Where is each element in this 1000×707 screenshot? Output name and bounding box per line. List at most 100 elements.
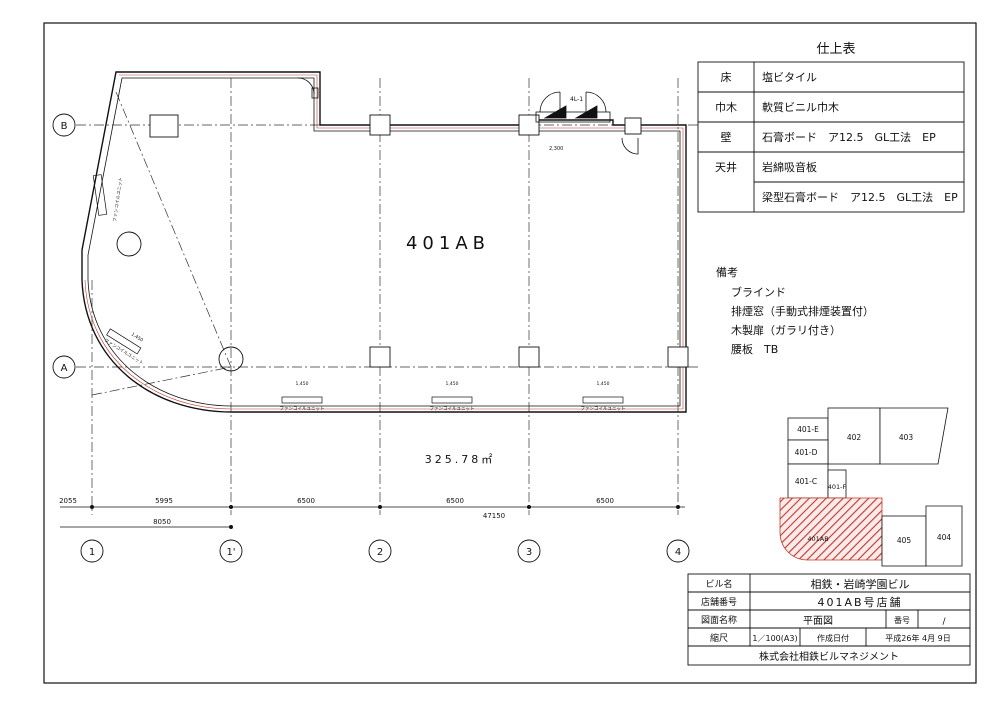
door-swing-right: [585, 91, 607, 113]
finish-value-floor: 塩ビタイル: [762, 70, 817, 84]
key-map-labels: 401-E 402 403 401-D 401-C 401-F 401AB 40…: [795, 425, 952, 545]
column-a3: [518, 346, 540, 368]
key-label-405: 405: [897, 536, 912, 545]
columns: [149, 114, 689, 368]
key-label-401ab: 401AB: [807, 535, 828, 543]
area-label: 325.78㎡: [425, 453, 496, 466]
key-label-403: 403: [899, 433, 914, 442]
entrance-doors: [297, 77, 639, 155]
tb-shop-no-label: 店舗番号: [701, 596, 737, 608]
key-label-401d: 401-D: [795, 448, 818, 457]
curved-fan-dim: 1,450: [130, 332, 144, 344]
door-tag: 4L-1: [570, 96, 583, 103]
column-b1p: [149, 114, 179, 138]
dim-tick-1p-sub: [229, 525, 233, 529]
fan-unit-curved-1: [92, 174, 108, 216]
column-b3: [518, 114, 540, 136]
fan-unit-1: [281, 396, 323, 404]
tb-date-label: 作成日付: [817, 633, 849, 643]
corner-door-handle: [311, 87, 319, 99]
tb-building-label: ビル名: [705, 578, 732, 590]
grid-lines: [58, 78, 700, 515]
finish-table-frame: [697, 61, 965, 213]
grid-diagonal-1: [115, 91, 232, 368]
col-bubble-1: [80, 539, 104, 563]
col-bubble-4: [666, 539, 690, 563]
column-a4: [667, 346, 689, 368]
row-label-a: A: [61, 363, 68, 374]
grid-diagonal-2: [91, 366, 232, 396]
tb-scale-value: 1／100(A3): [752, 634, 797, 643]
dim-2055: 2055: [59, 497, 77, 505]
tb-number-value: /: [942, 617, 946, 627]
column-a2: [369, 346, 391, 368]
fan-label-3: ファンコイルユニット: [581, 406, 626, 412]
col-label-1p: 1': [226, 547, 235, 558]
dim-total: 47150: [483, 512, 505, 520]
dim-6500-b: 6500: [446, 497, 464, 505]
finish-label-baseboard: 巾木: [715, 100, 737, 114]
finish-table-title: 仕上表: [816, 42, 855, 57]
title-block-frame: [687, 573, 971, 666]
door-swing-left: [539, 91, 561, 113]
key-label-404: 404: [937, 533, 952, 542]
key-label-402: 402: [847, 433, 862, 442]
remarks-item-2: 排煙窓（手動式排煙装置付）: [731, 304, 874, 318]
col-label-3: 3: [526, 547, 532, 558]
finish-label-ceiling: 天井: [715, 160, 737, 174]
finish-value-wall: 石膏ボード ア12.5 GL工法 EP: [762, 130, 936, 144]
dimension-lines: [60, 506, 685, 528]
key-401ab: [779, 497, 883, 561]
fan-coil-units: [92, 174, 624, 404]
corner-door-swing: [297, 77, 315, 95]
row-bubble-b: [52, 113, 76, 137]
outer-wall-outline: [81, 71, 687, 413]
door-mark-left: [543, 105, 567, 119]
fan-unit-3: [582, 396, 624, 404]
tb-shop-no-value: 401AB号店舗: [817, 595, 902, 609]
dim-tick-3: [527, 505, 531, 509]
row-bubble-a: [52, 355, 76, 379]
tb-number-label: 番号: [894, 615, 910, 625]
finish-table: 仕上表 床 巾木 壁 天井 塩ビタイル 軟質ビニル巾木 石膏ボード ア12.5 …: [697, 42, 965, 213]
key-label-401f: 401-F: [828, 483, 847, 491]
col-label-4: 4: [675, 547, 681, 558]
col-bubble-3: [517, 539, 541, 563]
dim-6500-a: 6500: [297, 497, 315, 505]
remarks-item-4: 腰板 TB: [731, 342, 778, 356]
floor-plan: [52, 71, 700, 563]
fan-unit-2: [431, 396, 473, 404]
column-round-1: [116, 231, 142, 257]
col-label-1: 1: [89, 547, 95, 558]
dimension-ticks: [90, 505, 680, 529]
finish-value-beam: 梁型石膏ボード ア12.5 GL工法 EP: [762, 190, 958, 204]
remarks-item-1: ブラインド: [731, 285, 786, 299]
remarks: 備考 ブラインド 排煙窓（手動式排煙装置付） 木製扉（ガラリ付き） 腰板 TB: [716, 266, 874, 356]
dim-tick-4: [676, 505, 680, 509]
col-bubble-1p: [219, 539, 243, 563]
plan-texts: 401AB 325.78㎡ 4L-1 2,300 1,450 1,450 1,4…: [59, 96, 681, 558]
tb-scale-label: 縮尺: [710, 632, 728, 644]
door-frame: [535, 111, 611, 123]
key-label-401c: 401-C: [795, 477, 817, 486]
key-401c: [787, 463, 829, 499]
row-label-b: B: [61, 121, 68, 132]
room-label: 401AB: [406, 233, 490, 254]
inner-wall-outline: [87, 77, 681, 407]
finish-label-floor: 床: [721, 70, 732, 84]
key-404: [925, 505, 963, 567]
dim-tick-1: [90, 505, 94, 509]
fan-dim-2: 1,450: [446, 381, 459, 387]
dim-tick-1p: [229, 505, 233, 509]
column-round-a1p: [218, 346, 244, 372]
curved-fan-label-1: ファンコイルユニット: [112, 177, 124, 222]
fan-label-1: ファンコイルユニット: [280, 406, 325, 412]
door-mark-right: [574, 105, 598, 119]
dim-sub: 8050: [153, 518, 171, 526]
key-map: [779, 407, 963, 567]
key-402: [827, 407, 881, 465]
dim-5995: 5995: [155, 497, 173, 505]
key-403: [879, 407, 949, 465]
fan-dim-1: 1,450: [296, 381, 309, 387]
finish-value-ceiling: 岩綿吸音板: [762, 160, 817, 174]
